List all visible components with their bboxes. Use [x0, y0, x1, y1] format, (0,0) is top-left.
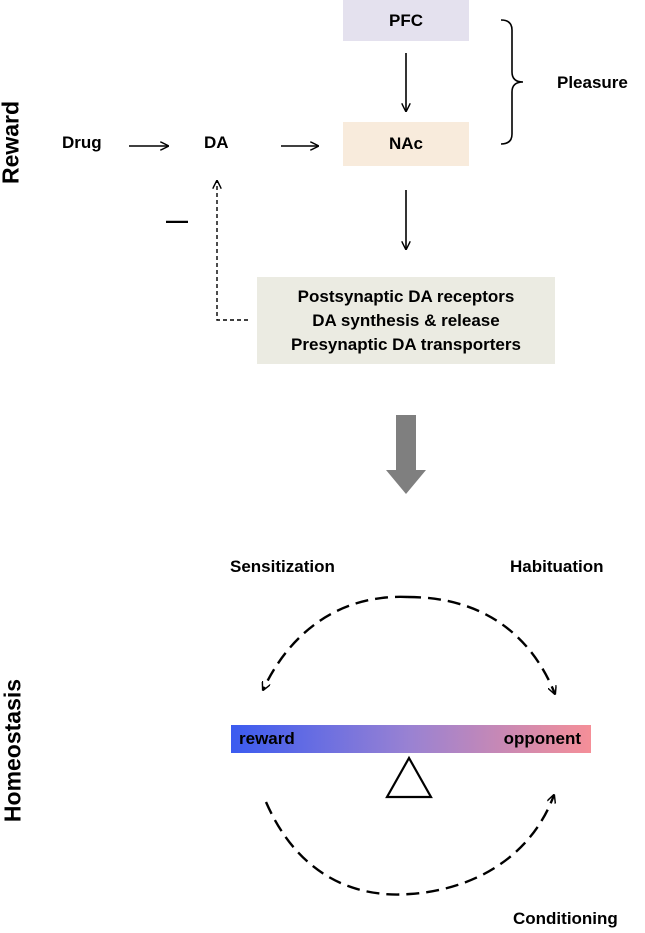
da-label: DA: [204, 133, 229, 152]
nac-box: NAc: [343, 122, 469, 166]
arc-conditioning: [264, 795, 554, 896]
opponent-end-label: opponent: [503, 729, 581, 748]
adaptation-item: Presynaptic DA transporters: [291, 334, 521, 354]
habituation-label: Habituation: [510, 557, 604, 576]
pfc-label: PFC: [389, 10, 423, 30]
adaptations-box: Postsynaptic DA receptors DA synthesis &…: [257, 277, 555, 364]
arc-sensitization: [263, 595, 409, 690]
pfc-box: PFC: [343, 0, 469, 41]
reward-opponent-bar: [231, 725, 591, 753]
arc-habituation: [407, 595, 555, 694]
inhibition-sign: —: [166, 208, 188, 233]
fulcrum-triangle: [385, 755, 433, 799]
adaptation-item: Postsynaptic DA receptors: [297, 286, 515, 306]
pleasure-label: Pleasure: [557, 73, 628, 92]
drug-label: Drug: [62, 133, 102, 152]
sensitization-label: Sensitization: [230, 557, 335, 576]
big-down-arrow: [386, 415, 426, 494]
pleasure-bracket: [500, 19, 524, 145]
feedback-dashed-arrow: [217, 181, 248, 321]
conditioning-label: Conditioning: [513, 909, 618, 928]
reward-end-label: reward: [239, 729, 295, 748]
bar-labels: reward opponent: [231, 725, 591, 753]
adaptation-item: DA synthesis & release: [312, 310, 500, 330]
nac-label: NAc: [388, 134, 423, 153]
